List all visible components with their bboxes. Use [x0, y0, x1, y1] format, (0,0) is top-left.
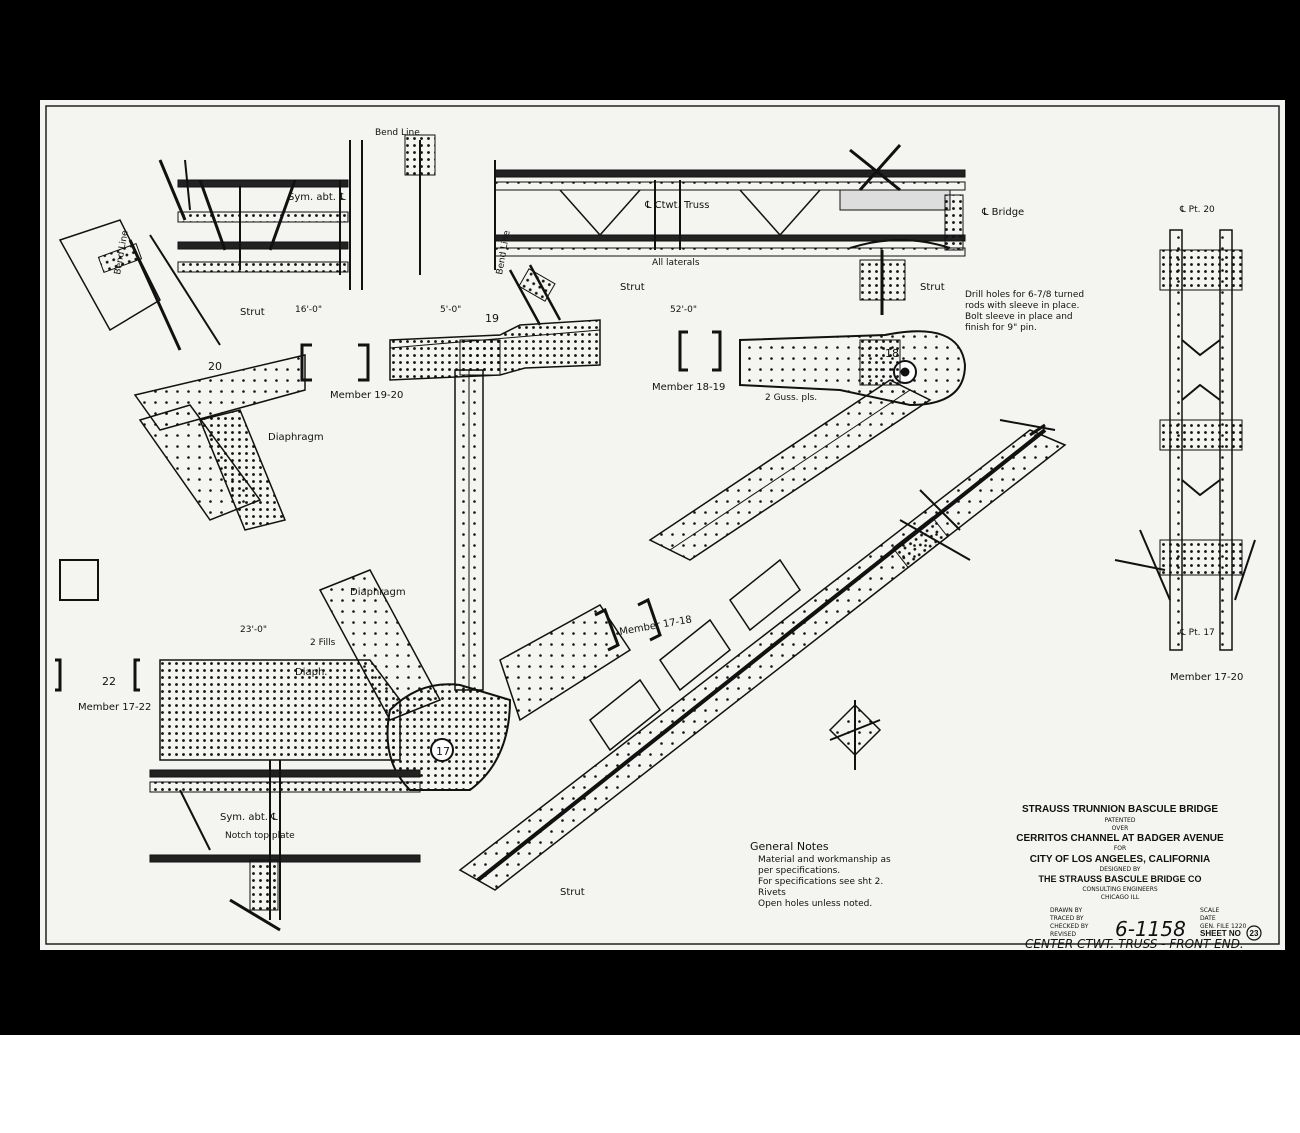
label-node-17: 17	[436, 745, 450, 758]
title-sheet-number: 23	[1250, 929, 1259, 938]
label-diaph-3: Diaph.	[295, 667, 327, 678]
top-right-truss-elevation	[494, 144, 966, 326]
label-node-18: 18	[885, 347, 899, 360]
label-sym-top: Sym. abt. ℄	[288, 192, 346, 203]
title-location: CERRITOS CHANNEL AT BADGER AVENUE	[1016, 833, 1224, 844]
title-company-city: CHICAGO ILL	[1101, 894, 1140, 901]
label-member-17-22: Member 17-22	[78, 702, 151, 713]
title-block: STRAUSS TRUNNION BASCULE BRIDGE PATENTED…	[1016, 804, 1262, 950]
label-ctwt-truss: ℄ Ctwt. Truss	[644, 200, 709, 211]
lower-chord-diagonal	[458, 419, 1067, 891]
label-diaphragm-1: Diaphragm	[268, 432, 324, 443]
title-traced-by: TRACED BY	[1049, 915, 1084, 922]
notes-heading: General Notes	[750, 840, 829, 853]
label-member-19-20: Member 19-20	[330, 390, 403, 401]
label-notch-top-plate: Notch top plate	[225, 831, 295, 841]
label-fills: 2 Fills	[310, 638, 336, 648]
label-gusset-pls: 2 Guss. pls.	[765, 393, 817, 403]
label-dim-16: 16'-0"	[295, 305, 322, 315]
notes-line-3: For specifications see sht 2.	[758, 877, 883, 887]
title-for: FOR	[1114, 845, 1126, 852]
title-subtitle: CENTER CTWT. TRUSS - FRONT END.	[1025, 937, 1244, 950]
title-main: STRAUSS TRUNNION BASCULE BRIDGE	[1022, 804, 1218, 815]
bottom-left-truss-elevation	[55, 559, 421, 932]
gusset-detail-diamond	[828, 700, 882, 770]
title-company: THE STRAUSS BASCULE BRIDGE CO	[1038, 874, 1201, 884]
title-patented: PATENTED	[1105, 817, 1136, 824]
label-bend-line-top: Bend Line	[375, 128, 420, 138]
center-vertical-member	[454, 369, 484, 691]
sheet-border	[45, 105, 1280, 945]
title-drawn-by: DRAWN BY	[1050, 907, 1082, 914]
label-strut-left: Strut	[240, 307, 265, 318]
label-drill-holes-2: rods with sleeve in place.	[965, 301, 1079, 311]
label-node-20: 20	[208, 360, 222, 373]
member-19-20-chord	[133, 319, 722, 531]
general-notes: General Notes Material and workmanship a…	[750, 840, 891, 909]
notes-line-2: per specifications.	[758, 866, 840, 876]
label-pt-20: ℄ Pt. 20	[1179, 205, 1215, 215]
member-18-19-node-18	[739, 330, 967, 407]
sheet-number-circle	[1246, 925, 1262, 941]
title-company-role: CONSULTING ENGINEERS	[1082, 886, 1158, 893]
label-diaphragm-2: Diaphragm	[350, 587, 406, 598]
title-checked-by: CHECKED BY	[1050, 923, 1089, 930]
node-17-gusset	[159, 569, 632, 791]
label-strut-right: Strut	[920, 282, 945, 293]
label-strut-mid: Strut	[620, 282, 645, 293]
drawing-sheet: Bend Line Bend Line Bend Line ℄ Ctwt. Tr…	[40, 100, 1285, 950]
label-node-19: 19	[485, 312, 499, 325]
label-dim-52: 52'-0"	[670, 305, 697, 315]
label-member-17-20: Member 17-20	[1170, 672, 1243, 683]
label-dim-5: 5'-0"	[440, 305, 461, 315]
title-revised: REVISED	[1050, 931, 1076, 938]
label-sym-bottom: Sym. abt. ℄	[220, 812, 278, 823]
title-sheet-label: SHEET NO	[1200, 929, 1241, 938]
label-member-18-19: Member 18-19	[652, 382, 725, 393]
notes-line-1: Material and workmanship as	[758, 855, 891, 865]
member-17-20-column	[1114, 229, 1256, 651]
label-dim-23: 23'-0"	[240, 625, 267, 635]
label-bridge: ℄ Bridge	[981, 207, 1024, 218]
title-designed-by: DESIGNED BY	[1100, 866, 1141, 873]
title-date: DATE	[1200, 915, 1216, 922]
top-left-truss-elevation	[58, 134, 436, 351]
label-drill-holes-3: Bolt sleeve in place and	[965, 312, 1073, 322]
watermark-bar	[0, 1035, 1300, 1133]
label-pt-17: ℄ Pt. 17	[1179, 628, 1215, 638]
label-all-laterals: All laterals	[652, 258, 700, 268]
label-drill-holes-4: finish for 9" pin.	[965, 323, 1037, 333]
title-scale: SCALE	[1200, 907, 1219, 914]
label-drill-holes-1: Drill holes for 6-7/8 turned	[965, 290, 1084, 300]
title-gen-file: GEN. FILE 1220	[1200, 923, 1246, 930]
title-over: OVER	[1112, 825, 1129, 832]
engineering-drawing: Bend Line Bend Line Bend Line ℄ Ctwt. Tr…	[45, 105, 1280, 950]
member-17-18-diagonal	[594, 379, 932, 652]
notes-line-4: Rivets	[758, 888, 786, 898]
label-strut-bottom: Strut	[560, 887, 585, 898]
notes-line-5: Open holes unless noted.	[758, 899, 872, 909]
label-node-22: 22	[102, 675, 116, 688]
title-city: CITY OF LOS ANGELES, CALIFORNIA	[1030, 854, 1211, 865]
title-drawing-number: 6-1158	[1115, 917, 1186, 941]
